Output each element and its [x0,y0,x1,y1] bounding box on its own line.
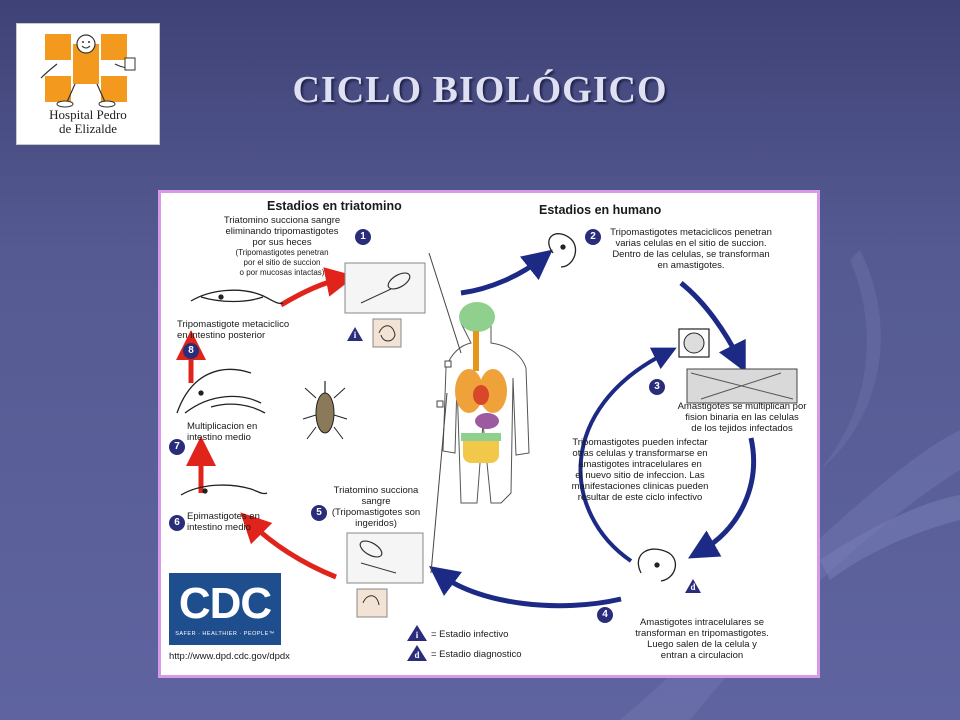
blue-arrow-1-2 [460,249,553,296]
step-5-text: Triatomino succiona sangre (Tripomastigo… [331,485,421,529]
step-number-5: 5 [311,505,327,521]
step-number-7: 7 [169,439,185,455]
cdc-logo: CDC SAFER · HEALTHIER · PEOPLE™ [169,573,281,645]
source-url: http://www.dpd.cdc.gov/dpdx [169,651,290,662]
blue-arrow-2-3 [679,281,746,373]
step-number-6: 6 [169,515,185,531]
step-number-8: 8 [183,343,199,359]
trypomastigote-drawing-8 [190,289,284,305]
step-2-text: Tripomastigotes metaciclicos penetran va… [610,227,772,271]
header-triatomine: Estadios en triatomino [267,199,402,213]
legend-diagnostic: = Estadio diagnostico [431,649,522,660]
life-cycle-diagram [176,233,798,661]
triatomine-feeding-illustration-5 [346,532,424,618]
triatomine-bug-icon [302,381,348,440]
blue-arrow-3-4 [688,437,757,559]
triatomine-feeding-illustration-1 [344,262,426,348]
step-1-text: Triatomino succiona sangre eliminando tr… [223,215,341,277]
red-arrow-5-6 [240,512,337,580]
amastigote-cell-drawing-3 [678,328,798,404]
step-number-4: 4 [597,607,613,623]
legend-diagnostic-icon [407,645,427,661]
reinfection-note: Tripomastigotes pueden infectar otras ce… [571,437,709,503]
life-cycle-figure: Estadios en triatomino Estadios en human… [158,190,820,678]
trypomastigote-drawing-4 [637,548,677,582]
step-4-text: Amastigotes intracelulares se transforma… [635,617,769,661]
step-number-2: 2 [585,229,601,245]
step-6-text: Epimastigotes en intestino medio [187,511,260,533]
dividing-parasites-drawing-7 [176,368,266,414]
logo-text-line2: de Elizalde [58,121,118,136]
step-number-1: 1 [355,229,371,245]
legend-infective-symbol: i [415,630,419,640]
cdc-tagline: SAFER · HEALTHIER · PEOPLE™ [175,631,275,637]
slide-title: CICLO BIOLÓGICO [292,69,668,111]
cross-logo-icon [40,34,136,108]
step-7-text: Multiplicacion en intestino medio [187,421,258,443]
logo-text-line1: Hospital Pedro [49,107,127,122]
red-arrow-8-1 [279,267,356,308]
legend-infective: = Estadio infectivo [431,629,509,640]
header-human: Estadios en humano [539,203,662,217]
step-8-text: Tripomastigote metaciclico en intestino … [177,319,290,341]
legend-infective-icon [407,625,427,641]
step-3-text: Amastigotes se multiplican por fision bi… [677,401,807,434]
blue-arrow-inner-loop [578,347,677,563]
trypomastigote-drawing-2 [548,233,577,268]
cdc-logo-letters: CDC [178,579,272,628]
legend-diagnostic-symbol: d [414,650,420,660]
blue-arrow-4-5 [428,566,622,609]
hospital-logo: Hospital Pedro de Elizalde [16,23,160,145]
step-number-3: 3 [649,379,665,395]
epimastigote-drawing-6 [180,484,268,496]
human-body-illustration [442,302,530,504]
